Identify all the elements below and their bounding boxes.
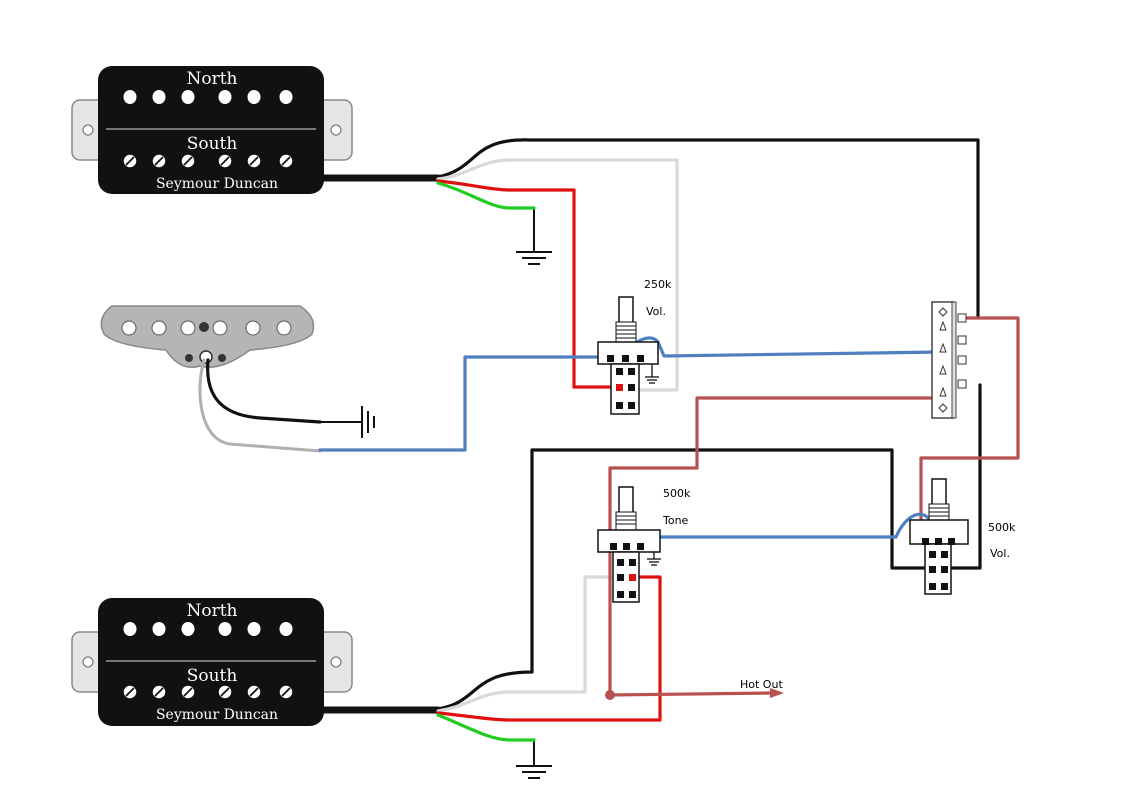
- wire-sc-blue: [318, 355, 628, 452]
- pot-name: Tone: [662, 514, 689, 527]
- ground-symbol-vol1: [645, 365, 659, 384]
- pickup-label-north: North: [186, 601, 237, 621]
- pot-value: 500k: [988, 521, 1016, 534]
- humbucker-bridge: North South Seymour Duncan: [71, 598, 353, 726]
- pot-vol2: 500k Vol.: [909, 478, 1016, 595]
- pot-value: 500k: [663, 487, 691, 500]
- pot-name: Vol.: [990, 547, 1010, 560]
- wire-bottom-red: [436, 575, 662, 722]
- pot-name: Vol.: [646, 305, 666, 318]
- single-coil-pickup: [100, 305, 315, 368]
- pot-vol1: 250k Vol.: [597, 278, 672, 415]
- ground-symbol-single-coil: [320, 406, 375, 438]
- pot-value: 250k: [644, 278, 672, 291]
- pickup-label-south: South: [187, 134, 238, 154]
- wire-sc-white: [198, 358, 322, 453]
- wire-bottom-green: [436, 713, 536, 742]
- junction-dot: [605, 690, 615, 700]
- wire-top-red: [436, 179, 624, 389]
- wire-top-black: [436, 138, 980, 320]
- wire-sc-black: [206, 358, 322, 424]
- ground-symbol-bottom: [516, 740, 552, 779]
- wire-top-green: [436, 181, 536, 210]
- wire-bottom-black: [436, 383, 982, 711]
- pickup-label-north: North: [186, 69, 237, 89]
- wire-bottom-white: [436, 575, 618, 713]
- pickup-brand: Seymour Duncan: [156, 707, 278, 723]
- humbucker-neck: North South Seymour Duncan: [71, 66, 353, 194]
- wire-hot-out: [608, 691, 774, 697]
- hot-out-label: Hot Out: [740, 678, 783, 691]
- pot-tone: 500k Tone: [597, 486, 691, 603]
- wire-top-white: [436, 158, 679, 392]
- ground-symbol-top: [516, 208, 552, 265]
- wire-switch-to-vol2: [919, 316, 1020, 542]
- hot-out-arrow: [770, 688, 784, 698]
- pickup-selector-switch: [931, 301, 967, 419]
- pickup-brand: Seymour Duncan: [156, 176, 278, 192]
- wire-vol1-blue: [622, 336, 942, 358]
- pickup-label-south: South: [187, 666, 238, 686]
